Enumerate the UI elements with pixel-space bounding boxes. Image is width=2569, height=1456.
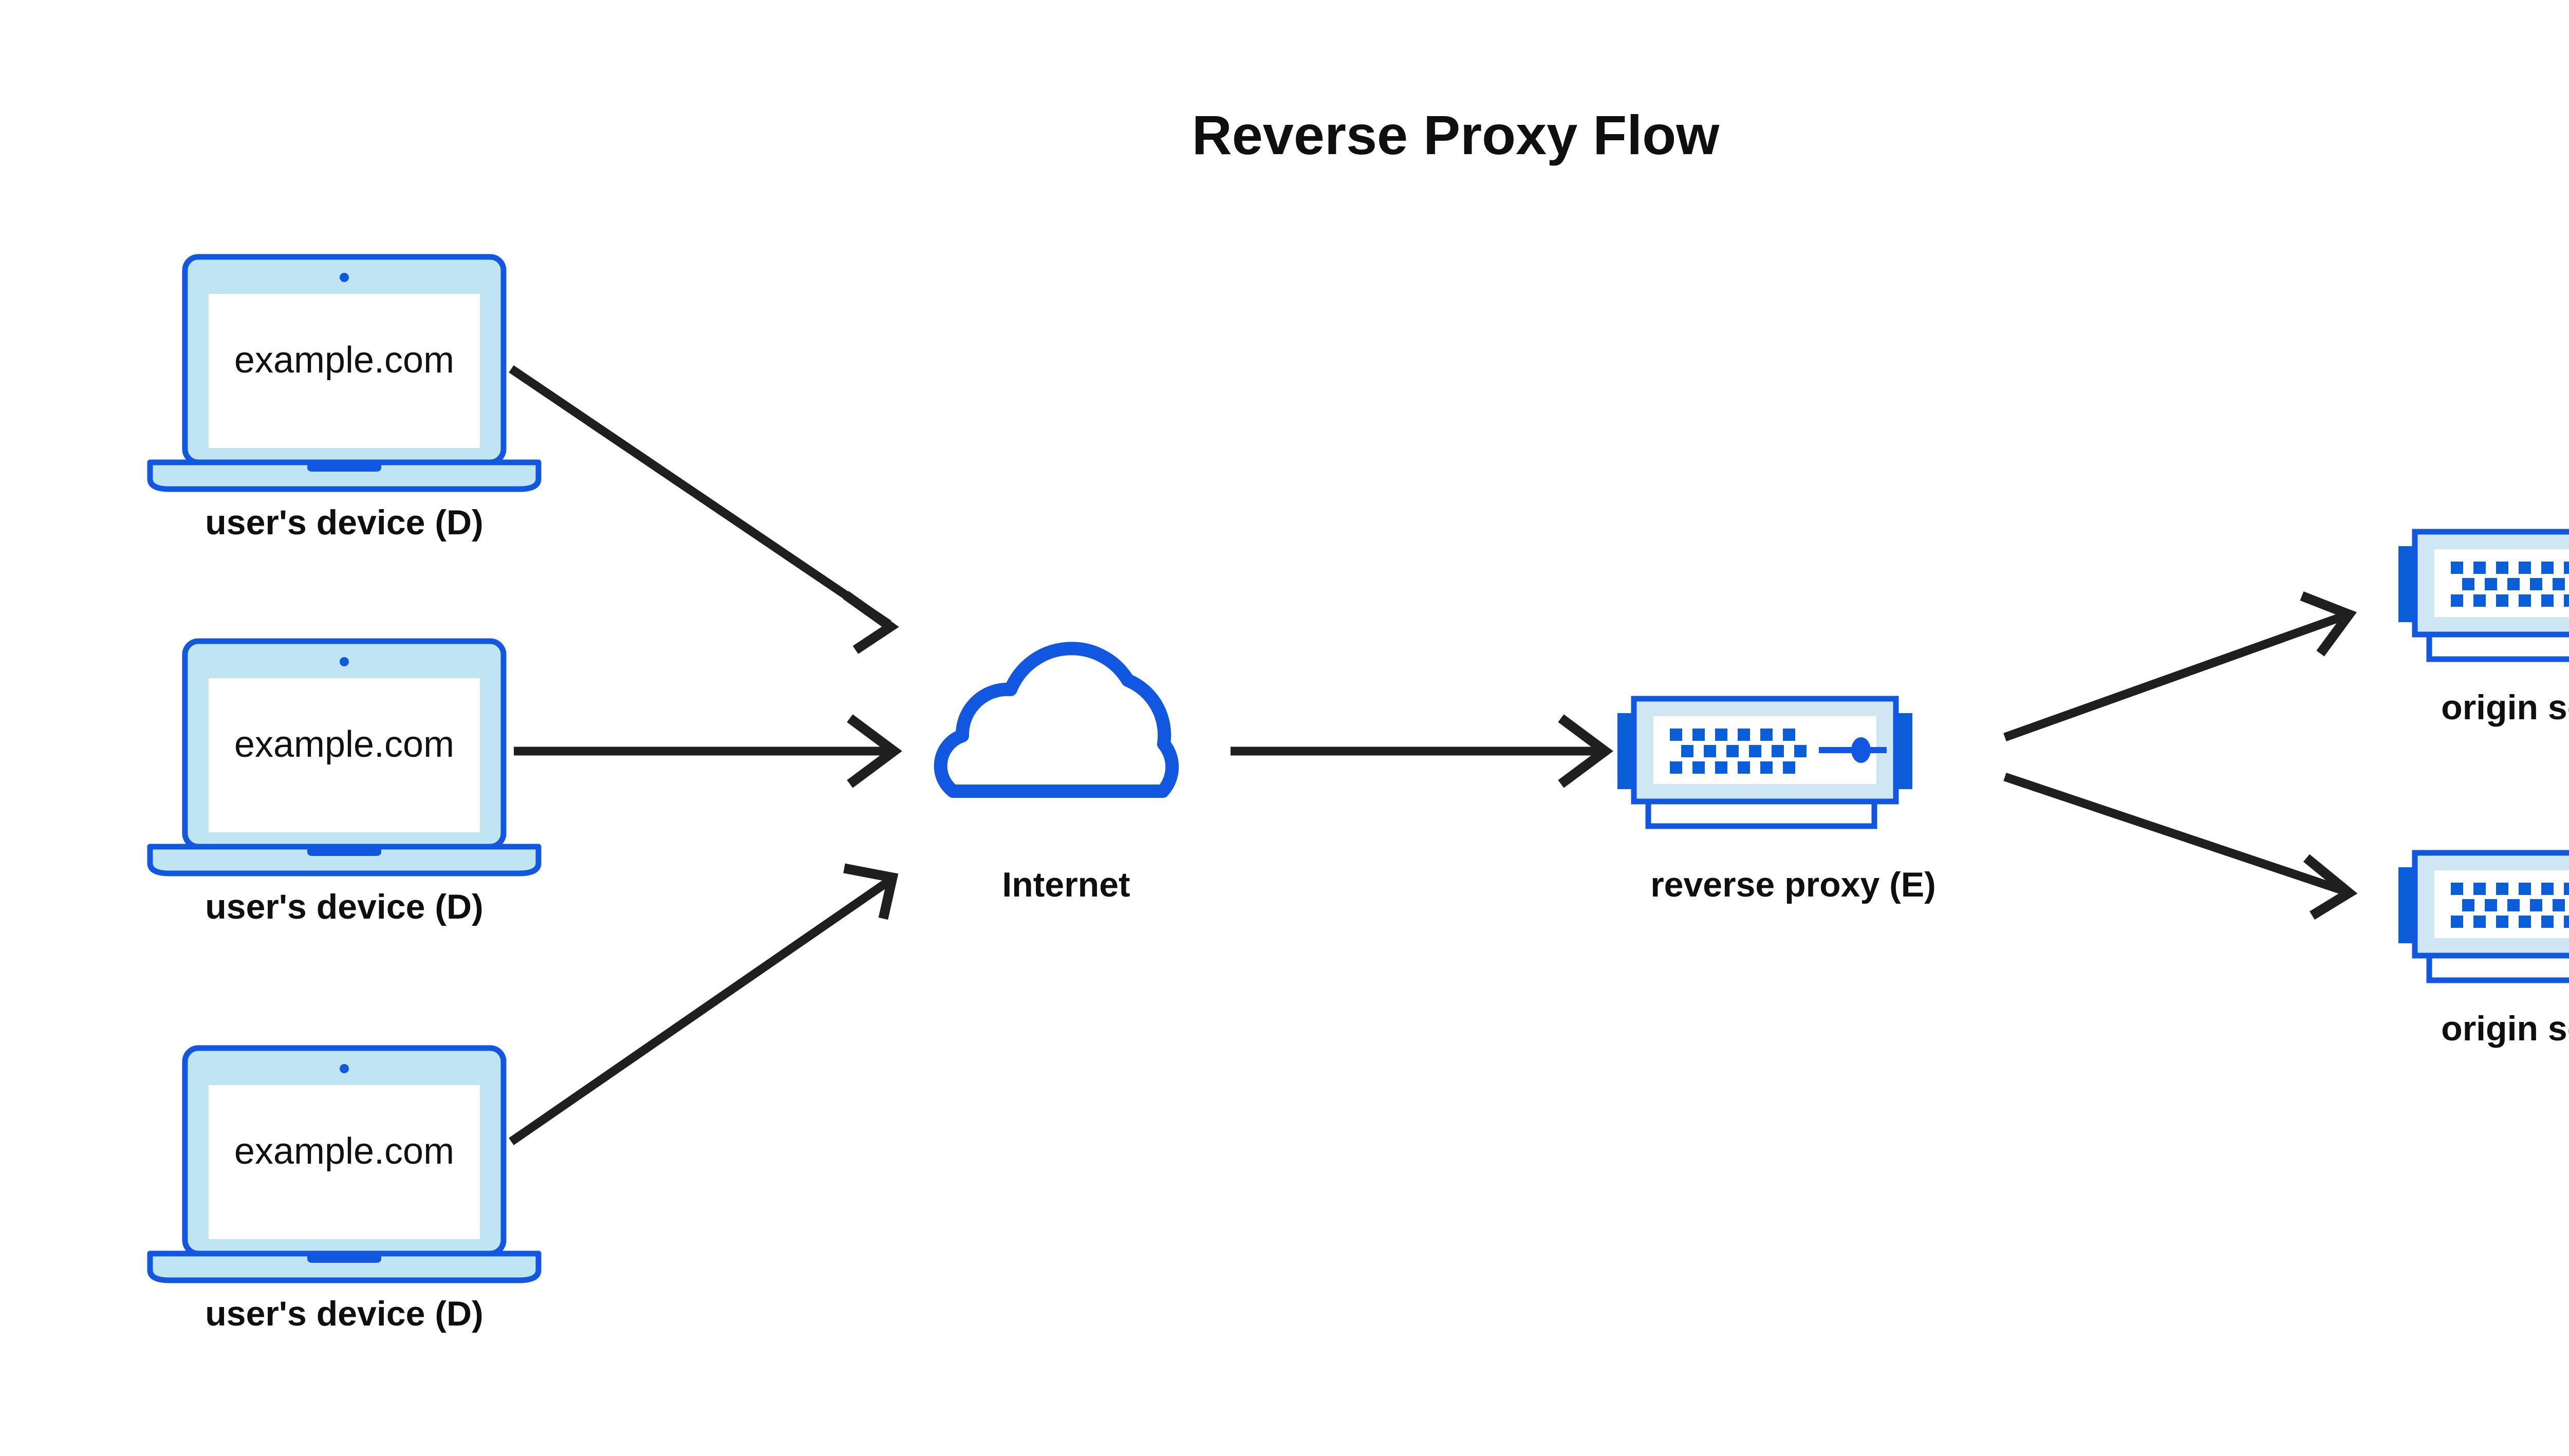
internet-label: Internet xyxy=(1002,865,1130,904)
edge-device3-internet xyxy=(509,863,899,1145)
device-1-screen-text: example.com xyxy=(234,340,454,381)
page-title: Reverse Proxy Flow xyxy=(1192,104,1720,166)
origin-server-1-label: origin server (F) xyxy=(2441,688,2569,727)
device-2-screen-text: example.com xyxy=(234,724,454,765)
node-user-device-1[interactable]: example.com user's device (D) xyxy=(150,257,538,542)
device-3-screen-text: example.com xyxy=(234,1131,454,1172)
edge-device1-internet xyxy=(509,365,899,654)
edge-layer xyxy=(509,365,2358,1145)
node-reverse-proxy[interactable]: reverse proxy (E) xyxy=(1617,699,1936,904)
node-user-device-2[interactable]: example.com user's device (D) xyxy=(150,641,538,926)
edge-proxy-origin2 xyxy=(2003,772,2358,920)
node-origin-server-1[interactable]: origin server (F) xyxy=(2398,532,2569,727)
reverse-proxy-label: reverse proxy (E) xyxy=(1650,865,1936,904)
edge-internet-proxy xyxy=(1231,714,1613,788)
device-1-label: user's device (D) xyxy=(205,503,483,542)
device-3-label: user's device (D) xyxy=(205,1294,483,1333)
edge-proxy-origin1 xyxy=(2003,591,2357,742)
node-user-device-3[interactable]: example.com user's device (D) xyxy=(150,1048,538,1333)
edge-device2-internet xyxy=(514,714,902,788)
node-internet-cloud[interactable]: Internet xyxy=(941,648,1172,904)
node-origin-server-2[interactable]: origin server (F) xyxy=(2398,853,2569,1048)
origin-server-2-label: origin server (F) xyxy=(2441,1009,2569,1048)
device-2-label: user's device (D) xyxy=(205,887,483,926)
